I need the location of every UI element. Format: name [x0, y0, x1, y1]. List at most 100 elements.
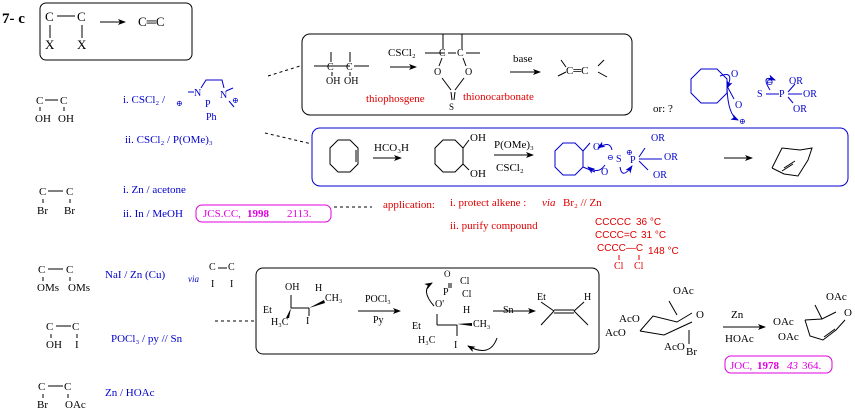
ph-group: Ph: [206, 112, 217, 123]
curved-arrow: [587, 164, 606, 174]
charge-plus-left: ⊕: [176, 99, 183, 108]
diol-reagent-ii: ii. CSCl₂ / P(OMe)₃: [125, 134, 213, 146]
dimesylate-g2: OMs: [68, 282, 90, 294]
trans-cyclooctene: [771, 147, 813, 177]
iodohydrin-substrate: C C OH I: [46, 321, 79, 351]
box1-oh1: OH: [326, 76, 340, 87]
iodohydrin-box: OH H CH₃ Et H₃C I POCl₃ Py O P Cl Cl O' …: [255, 267, 600, 355]
dibromide-reagent-ii: ii. In / MeOH: [123, 208, 183, 220]
diiodide-c1: C: [209, 262, 216, 273]
application-item1: i. protect alkene :: [450, 197, 526, 209]
application-via: via: [542, 197, 556, 209]
dibromide-g2: Br: [64, 205, 75, 217]
bromoacetate-reagent: Zn / HOAc: [105, 387, 155, 399]
box3-int-cl2: Cl: [462, 289, 472, 300]
box3-int-et: Et: [412, 321, 421, 332]
cyclooctanediol-ring: [434, 139, 464, 173]
box2-reagent-pome3: P(OMe)₃: [494, 139, 534, 151]
dimesylate-c2: C: [66, 264, 73, 276]
label-thiophosgene: thiophosgene: [366, 93, 425, 105]
box1-ring-c2: C: [457, 48, 464, 59]
box3-int-h: H: [463, 305, 470, 316]
box1-reagent-base: base: [513, 53, 533, 65]
glycal-prod-oac-top: OAc: [826, 291, 847, 303]
cyclooctane-ring: [690, 68, 728, 104]
reference-jcscc[interactable]: JCS.CC, 1998 2113.: [195, 204, 332, 223]
glycal-reagent-zn: Zn: [731, 309, 744, 321]
diol-c1: C: [36, 95, 43, 107]
diol-c2: C: [60, 95, 67, 107]
diiodide-intermediate: C C I I: [209, 262, 235, 290]
bp-value-2: 31 °C: [641, 230, 666, 241]
header-x2: X: [77, 37, 87, 52]
box3-int-i: I: [454, 340, 457, 351]
header-reaction-box: C C X X C═C: [39, 2, 193, 61]
bp-compound-3: CCCC—C: [597, 243, 643, 254]
alt-or2: OR: [803, 89, 817, 100]
or-question-label: or: ?: [653, 103, 673, 115]
box2-or2: OR: [664, 152, 678, 163]
bp-value-3: 148 °C: [648, 246, 679, 257]
connector-dash: [267, 65, 301, 77]
header-c2: C: [77, 9, 86, 24]
dibromide-g1: Br: [37, 205, 48, 217]
diiodide-c2: C: [228, 262, 235, 273]
glycal-sub-aco3: AcO: [664, 341, 685, 353]
box3-reagent-py: Py: [373, 315, 384, 326]
box3-int-p: P: [443, 287, 449, 298]
reference-joc[interactable]: JOC, 1978 43 364.: [724, 355, 833, 374]
diol-reagent-i: i. CSCl₂ / ⊕ N N P Ph ⊕: [123, 79, 239, 123]
box3-oh: OH: [285, 282, 299, 293]
box1-ring-o2: O: [465, 67, 472, 78]
n-atom-2: N: [220, 90, 227, 101]
bp-compound-2: CCCC=C: [595, 230, 637, 241]
box-frame: [301, 33, 633, 116]
section-label: 7- c: [2, 11, 25, 27]
box1-alkene: C═C: [566, 65, 588, 77]
header-c1: C: [45, 9, 54, 24]
bp-compound-1: CCCCC: [595, 217, 631, 228]
header-box-frame: [39, 2, 193, 61]
ref-journal: JCS.CC,: [203, 208, 241, 220]
glycal-sub-br: Br: [686, 346, 697, 358]
ref-journal: JOC,: [730, 360, 753, 372]
alt-mechanism: or: ? O O S P OR OR OR ⊖ ⊕: [653, 68, 817, 126]
box3-int-ch3b: CH₃: [473, 319, 490, 330]
p-atom: P: [205, 99, 211, 110]
box3-i: I: [306, 316, 309, 327]
curved-arrow: [597, 141, 613, 151]
boiling-point-table: CCCCC 36 °C CCCC=C 31 °C CCCC—C 148 °C C…: [595, 217, 679, 272]
alt-plus-charge: ⊕: [739, 117, 746, 126]
ref-year: 1998: [247, 208, 270, 220]
ref-volume: 43: [787, 360, 799, 372]
box1-c2: C: [346, 62, 353, 73]
bromoacetate-c1: C: [38, 381, 45, 393]
dibromide-c1: C: [39, 186, 46, 198]
dimesylate-via: via: [188, 274, 199, 284]
application-item2: ii. purify compound: [450, 220, 538, 232]
box3-ch3b: CH₃: [325, 293, 342, 304]
glycal-sub-o: O: [696, 309, 704, 321]
dibromide-reagent-i: i. Zn / acetone: [123, 184, 186, 196]
dimesylate-substrate: C C OMs OMs: [37, 264, 90, 294]
box1-oh2: OH: [344, 76, 358, 87]
box3-et: Et: [263, 305, 272, 316]
box3-int-cl1: Cl: [460, 276, 470, 287]
box3-prod-et: Et: [537, 292, 546, 303]
reference-frame: [724, 355, 833, 374]
bromoacetate-substrate: C C Br OAc: [37, 381, 86, 411]
curved-arrow: [424, 282, 435, 307]
header-product: C═C: [138, 14, 165, 29]
glycal-sub-aco1: AcO: [619, 313, 640, 325]
ref-page: 2113.: [287, 208, 312, 220]
box2-reagent-hco3h: HCO₃H: [374, 142, 409, 154]
box3-prod-h: H: [584, 292, 591, 303]
box1-ring-c1: C: [439, 48, 446, 59]
alt-p: P: [779, 89, 785, 100]
alt-or1: OR: [789, 76, 803, 87]
ref-page: 364.: [802, 360, 822, 372]
dimesylate-c1: C: [38, 264, 45, 276]
application-label: application:: [383, 199, 435, 211]
alt-o1: O: [731, 69, 738, 80]
